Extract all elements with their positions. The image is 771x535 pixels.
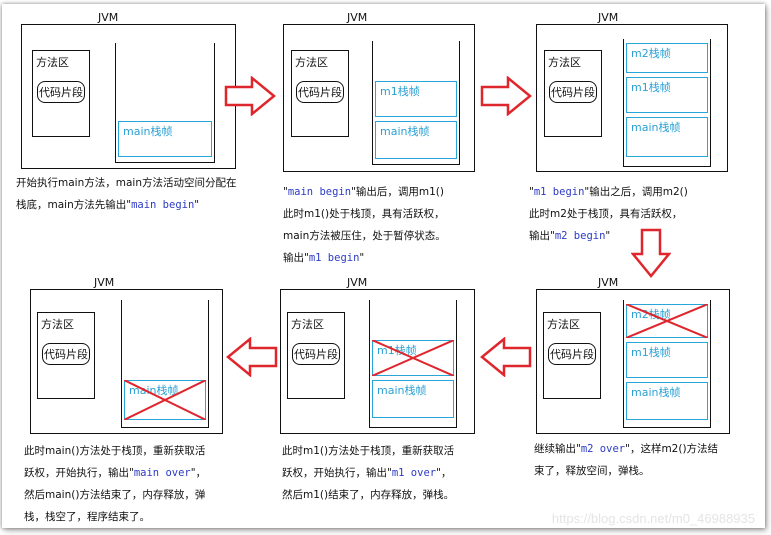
desc-line: 跃权，开始执行，输出"m1 over"， xyxy=(282,467,452,479)
jvm-title: JVM xyxy=(94,276,115,289)
cross-mark xyxy=(372,340,454,376)
desc-line: 继续输出"m2 over"，这样m2()方法结 xyxy=(534,443,719,455)
code-literal: main begin xyxy=(131,199,195,211)
jvm-title: JVM xyxy=(347,276,368,289)
desc-line: 跃权，开始执行，输出"main over"， xyxy=(24,467,207,479)
code-segment: 代码片段 xyxy=(37,81,85,103)
desc-line: 然后main()方法结束了，内存释放，弹 xyxy=(24,489,206,501)
desc-line: 然后m1()结束了，内存释放，弹栈。 xyxy=(282,489,455,501)
stack: m1栈帧 main栈帧 xyxy=(372,41,460,165)
desc-line: "m1 begin"输出之后，调用m2() xyxy=(529,186,688,198)
code-segment: 代码片段 xyxy=(549,81,597,103)
code-literal: main begin xyxy=(287,186,352,198)
method-area: 方法区 代码片段 xyxy=(291,50,349,137)
desc-line: 栈底，main方法先输出"main begin" xyxy=(16,199,200,211)
stack: main栈帧 xyxy=(121,300,209,428)
stack-frame-m2: m2栈帧 xyxy=(626,43,708,73)
description-step-2: "main begin"输出后，调用m1() 此时m1()处于栈顶，具有活跃权，… xyxy=(283,181,513,269)
stack-frame-main: main栈帧 xyxy=(626,382,708,420)
code-literal: m1 begin xyxy=(533,186,585,198)
code-literal: m2 over xyxy=(580,443,626,455)
jvm-box-6: 方法区 代码片段 main栈帧 xyxy=(30,289,223,434)
stack-frame-m1: m1栈帧 xyxy=(375,81,457,117)
method-area-label: 方法区 xyxy=(36,56,69,69)
diagram-canvas: JVM 方法区 代码片段 main栈帧 JVM 方法区 代码片段 m1栈帧 ma… xyxy=(2,4,765,528)
desc-line: main方法被压住，处于暂停状态。 xyxy=(283,230,446,242)
method-area: 方法区 代码片段 xyxy=(37,312,95,399)
stack-frame-main: main栈帧 xyxy=(375,121,457,159)
description-step-6: 此时main()方法处于栈顶，重新获取活 跃权，开始执行，输出"main ove… xyxy=(24,440,259,528)
arrow-right-icon xyxy=(224,76,276,116)
stack-frame-m1: m1栈帧 xyxy=(626,342,708,378)
method-area-label: 方法区 xyxy=(41,318,74,331)
arrow-left-icon xyxy=(226,337,278,377)
jvm-title: JVM xyxy=(347,11,368,24)
description-step-5: 此时m1()方法处于栈顶，重新获取活 跃权，开始执行，输出"m1 over"， … xyxy=(282,440,512,506)
method-area-label: 方法区 xyxy=(548,56,581,69)
desc-line: 输出"m2 begin" xyxy=(529,230,611,242)
code-segment: 代码片段 xyxy=(548,343,596,365)
jvm-box-2: 方法区 代码片段 m1栈帧 main栈帧 xyxy=(283,24,475,172)
method-area: 方法区 代码片段 xyxy=(544,50,602,137)
stack-frame-main: main栈帧 xyxy=(118,121,212,157)
desc-line: 输出"m1 begin" xyxy=(283,252,365,264)
code-literal: main over xyxy=(133,467,191,479)
jvm-box-1: 方法区 代码片段 main栈帧 xyxy=(21,24,236,169)
code-segment: 代码片段 xyxy=(42,343,90,365)
desc-line: 开始执行main方法，main方法活动空间分配在 xyxy=(16,177,237,189)
code-literal: m2 begin xyxy=(554,230,606,242)
desc-line: 此时m2处于栈顶，具有活跃权， xyxy=(529,208,683,220)
desc-line: 束了，释放空间，弹栈。 xyxy=(534,465,650,477)
stack: m2栈帧 m1栈帧 main栈帧 xyxy=(623,39,711,167)
jvm-title: JVM xyxy=(598,11,619,24)
description-step-1: 开始执行main方法，main方法活动空间分配在 栈底，main方法先输出"ma… xyxy=(16,172,266,216)
jvm-box-3: 方法区 代码片段 m2栈帧 m1栈帧 main栈帧 xyxy=(536,24,728,172)
stack-frame-main: main栈帧 xyxy=(372,380,454,418)
code-literal: m1 over xyxy=(391,467,437,479)
cross-mark xyxy=(124,380,206,420)
jvm-title: JVM xyxy=(598,276,619,289)
desc-line: "main begin"输出后，调用m1() xyxy=(283,186,444,198)
method-area-label: 方法区 xyxy=(295,56,328,69)
method-area-label: 方法区 xyxy=(547,318,580,331)
cross-mark xyxy=(626,304,708,338)
method-area-label: 方法区 xyxy=(291,318,324,331)
code-segment: 代码片段 xyxy=(292,343,340,365)
stack: m2栈帧 m1栈帧 main栈帧 xyxy=(623,300,711,428)
jvm-box-4: 方法区 代码片段 m2栈帧 m1栈帧 main栈帧 xyxy=(536,289,730,434)
arrow-down-icon xyxy=(631,228,671,278)
jvm-title: JVM xyxy=(98,11,119,24)
desc-line: 此时m1()处于栈顶，具有活跃权， xyxy=(283,208,445,220)
stack: m1栈帧 main栈帧 xyxy=(369,300,457,428)
desc-line: 栈，栈空了，程序结束了。 xyxy=(24,511,150,523)
description-step-3: "m1 begin"输出之后，调用m2() 此时m2处于栈顶，具有活跃权， 输出… xyxy=(529,181,739,247)
description-step-4: 继续输出"m2 over"，这样m2()方法结 束了，释放空间，弹栈。 xyxy=(534,438,759,482)
method-area: 方法区 代码片段 xyxy=(543,312,601,399)
code-segment: 代码片段 xyxy=(296,81,344,103)
method-area: 方法区 代码片段 xyxy=(32,50,90,137)
desc-line: 此时main()方法处于栈顶，重新获取活 xyxy=(24,445,206,457)
stack-frame-m1: m1栈帧 xyxy=(626,77,708,113)
stack-frame-main: main栈帧 xyxy=(626,117,708,157)
method-area: 方法区 代码片段 xyxy=(287,312,345,399)
arrow-right-icon xyxy=(480,76,532,116)
stack: main栈帧 xyxy=(115,43,215,163)
watermark: https://blog.csdn.net/m0_46988935 xyxy=(551,511,755,526)
arrow-left-icon xyxy=(480,337,532,377)
code-literal: m1 begin xyxy=(308,252,360,264)
jvm-box-5: 方法区 代码片段 m1栈帧 main栈帧 xyxy=(280,289,475,434)
desc-line: 此时m1()方法处于栈顶，重新获取活 xyxy=(282,445,455,457)
